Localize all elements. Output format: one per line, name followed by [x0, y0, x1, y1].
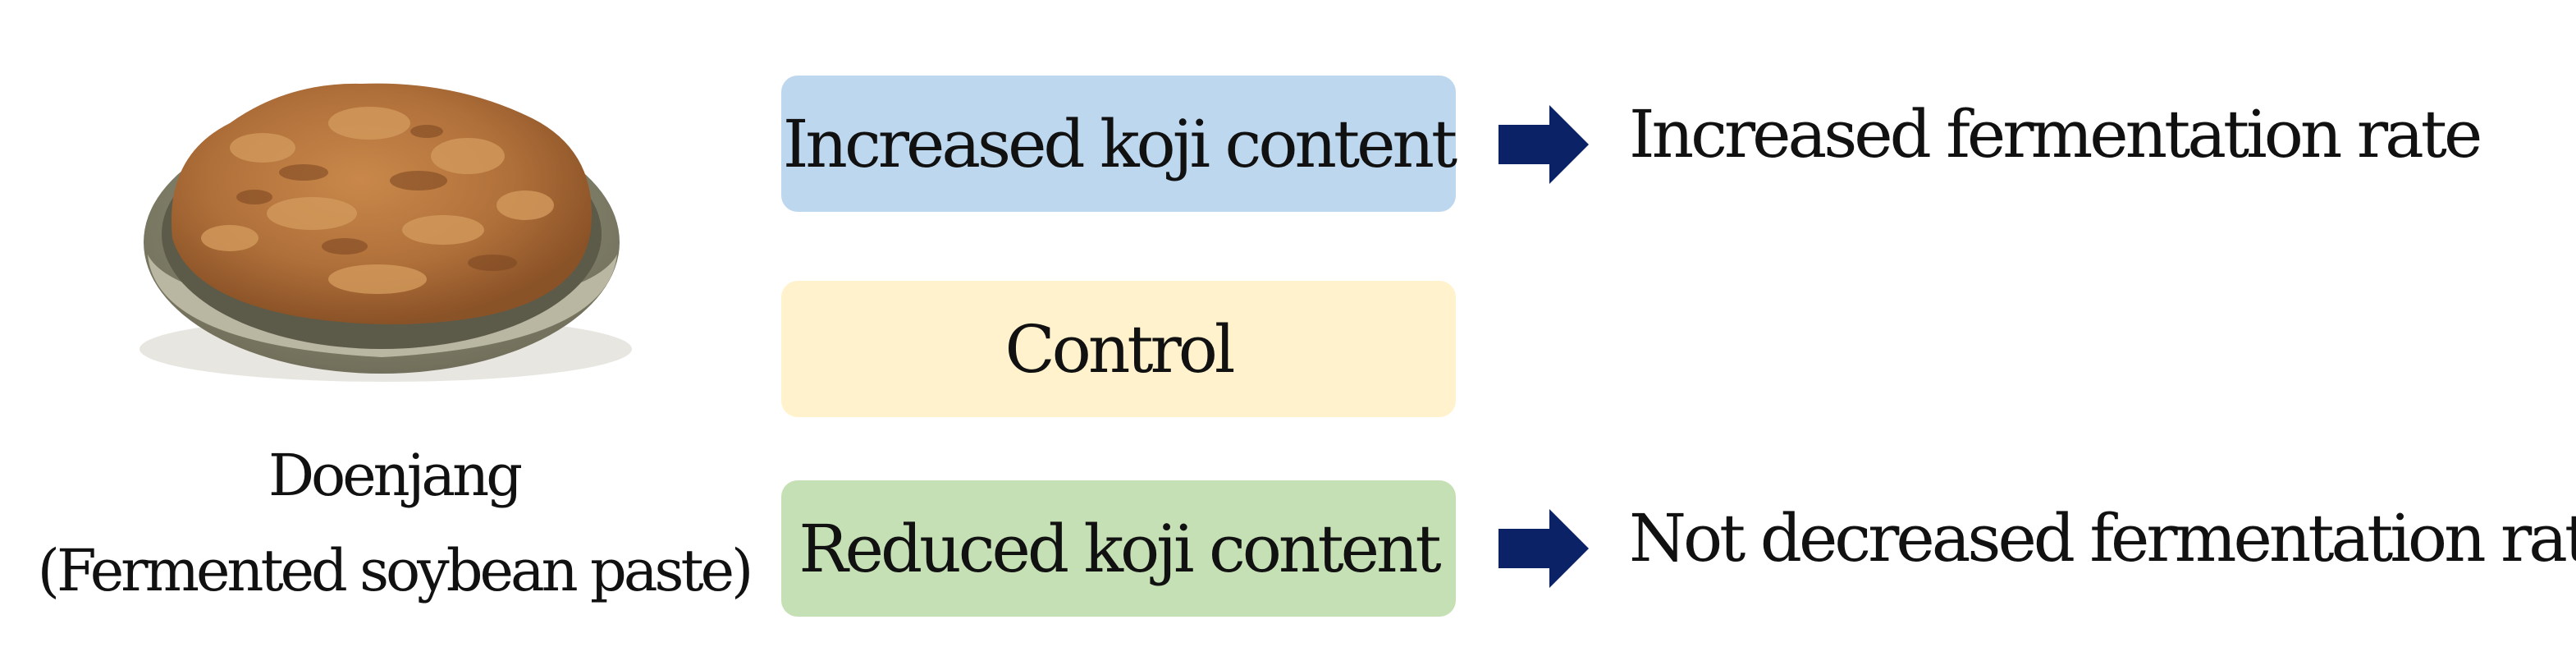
increased-koji-label: Increased koji content [782, 105, 1457, 182]
outcome-not-decreased-fermentation: Not decreased fermentation rate [1629, 500, 2576, 576]
image-caption-description: (Fermented soybean paste) [37, 537, 754, 604]
right-arrow-icon [1498, 105, 1589, 184]
right-arrow-icon [1498, 509, 1589, 588]
control-box: Control [781, 281, 1456, 417]
reduced-koji-label: Reduced koji content [798, 510, 1441, 587]
increased-koji-box: Increased koji content [781, 76, 1457, 212]
control-label: Control [1004, 310, 1235, 388]
reduced-koji-box: Reduced koji content [781, 480, 1456, 617]
outcome-increased-fermentation: Increased fermentation rate [1629, 96, 2482, 172]
image-caption-name: Doenjang [268, 442, 523, 509]
doenjang-bowl-photo [140, 83, 632, 382]
